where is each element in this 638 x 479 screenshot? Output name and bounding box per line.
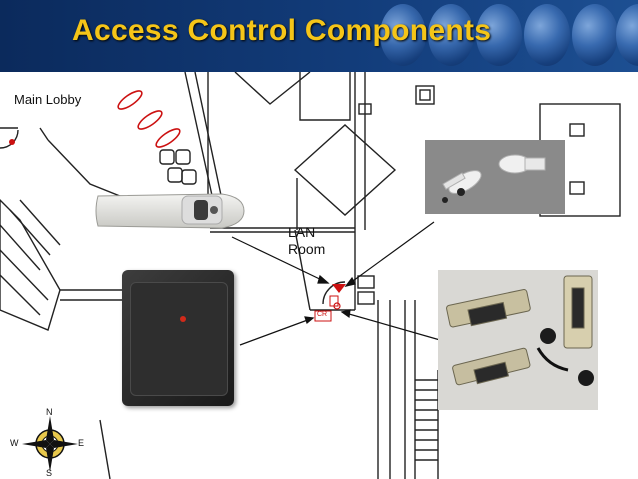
compass-north-label: N [46, 407, 53, 417]
globe-decoration-icon [380, 4, 426, 66]
compass-east-label: E [78, 438, 85, 448]
lan-room-label-line1: LAN [288, 224, 316, 240]
card-reader-tag: CR [317, 311, 328, 318]
page-title: Access Control Components [72, 14, 492, 47]
motion-sensor-photo [95, 193, 245, 229]
card-reader-face [130, 282, 228, 396]
globe-decoration-icon [524, 4, 570, 66]
globe-decoration-icon [572, 4, 618, 66]
lan-room-label-line2: Room [288, 241, 326, 257]
lan-room-label: LAN Room [288, 224, 325, 258]
globe-decoration-icon [476, 4, 522, 66]
door-contacts-photo [425, 140, 565, 214]
electric-strikes-photo [438, 270, 598, 410]
card-reader-tag-box [314, 310, 332, 322]
title-banner: Access Control Components [0, 0, 638, 72]
globe-decoration-icon [616, 4, 638, 66]
compass-west-label: W [10, 438, 19, 448]
lobby-sensor-marker [9, 139, 15, 145]
compass-south-label: S [46, 468, 53, 478]
floor-plan [0, 72, 621, 479]
globe-decoration-icon [428, 4, 474, 66]
compass-rose-icon [22, 416, 78, 472]
motion-sensor-marker [332, 284, 346, 293]
card-reader-led-icon [180, 316, 186, 322]
card-reader-photo [122, 270, 234, 406]
main-lobby-label: Main Lobby [14, 92, 82, 107]
